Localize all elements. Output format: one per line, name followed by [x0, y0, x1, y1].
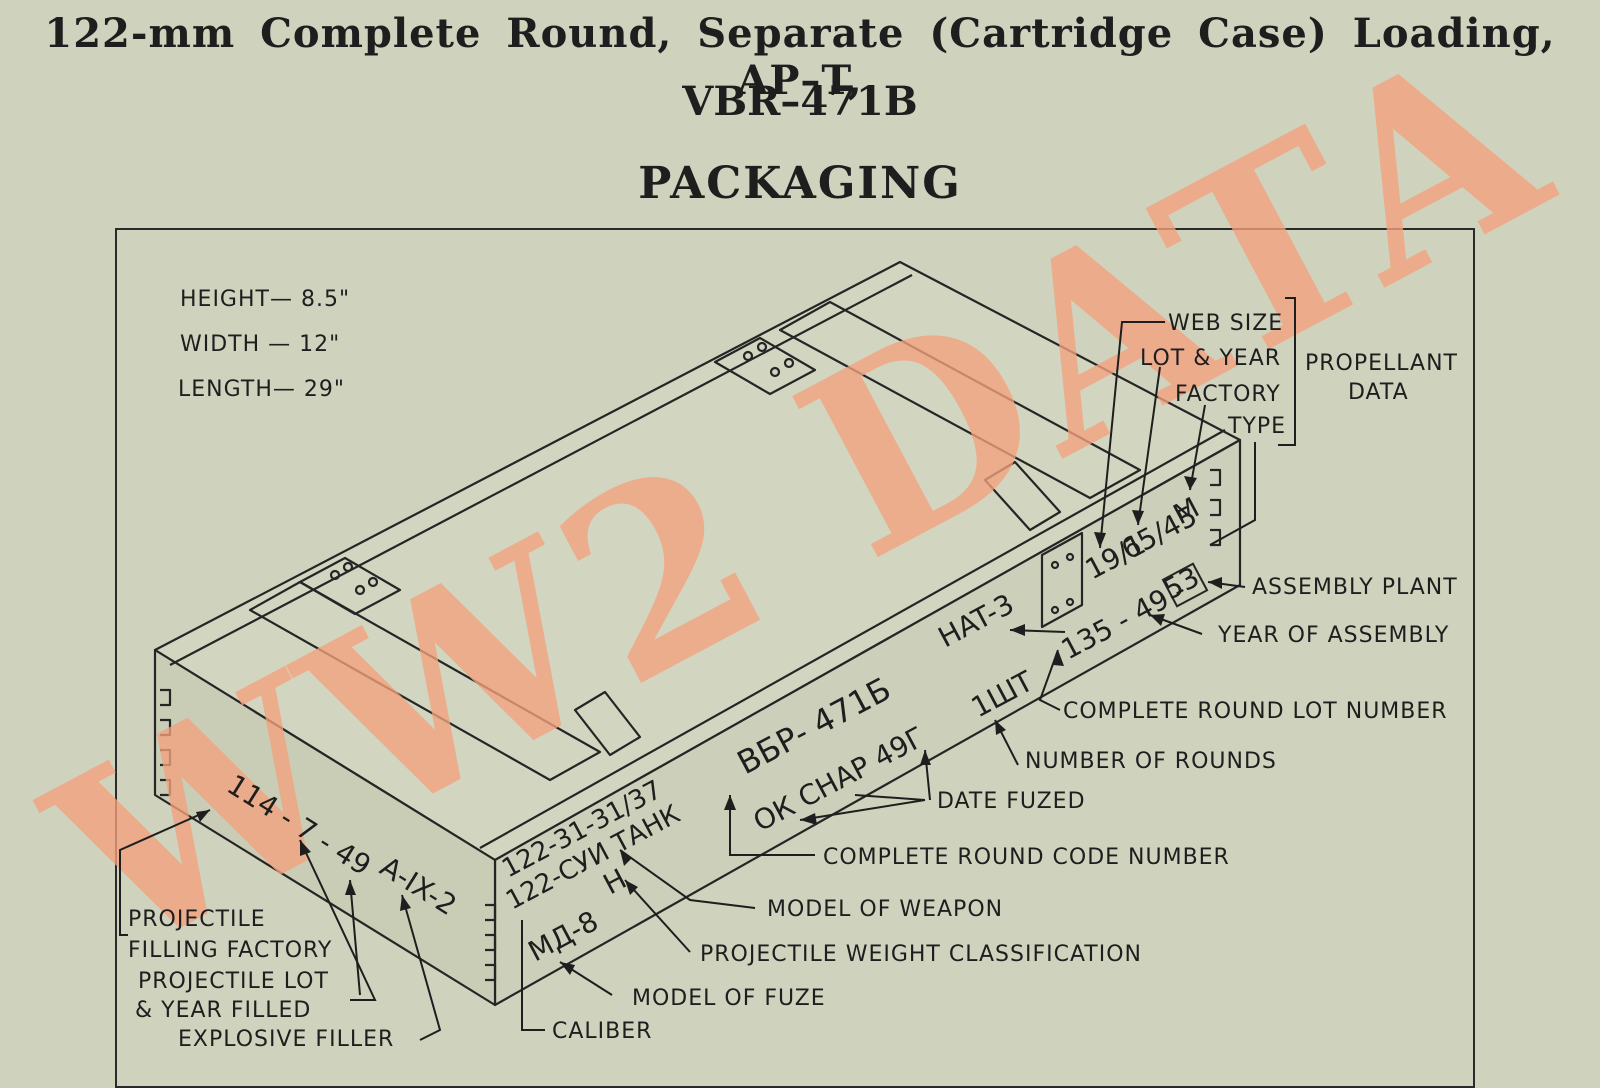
crate-end-face [153, 648, 497, 1007]
label-propellant: PROPELLANT [1305, 351, 1458, 376]
label-assembly-plant: ASSEMBLY PLANT [1252, 575, 1458, 600]
label-web-size: WEB SIZE [1168, 311, 1283, 336]
callout-labels: WEB SIZE LOT & YEAR FACTORY TYPE PROPELL… [128, 311, 1458, 1052]
watermark: WW2 DATA [7, 0, 1590, 1014]
document-title-line-2: VBR–471B [682, 78, 918, 125]
ammunition-crate [153, 260, 1242, 1007]
label-caliber: CALIBER [552, 1019, 652, 1044]
label-projectile-lot: PROJECTILE LOT [138, 969, 329, 994]
crate-markings: 19/1 65/45 M HAT-3 135 - 49 - 53 ВБР- 47… [221, 491, 1209, 968]
crate-handle-left [573, 690, 642, 757]
dimension-height: HEIGHT— 8.5" [180, 287, 350, 312]
label-year-filled: & YEAR FILLED [135, 998, 311, 1023]
label-filling-factory: FILLING FACTORY [128, 938, 332, 963]
crate-handle-right [983, 460, 1062, 532]
label-model-of-weapon: MODEL OF WEAPON [767, 897, 1003, 922]
dimension-width: WIDTH — 12" [180, 332, 340, 357]
leader-arrowheads [196, 476, 1222, 975]
label-factory: FACTORY [1175, 382, 1281, 407]
document-title: 122-mm Complete Round, Separate (Cartrid… [44, 10, 1556, 104]
label-projectile: PROJECTILE [128, 907, 266, 932]
label-propellant-data: DATA [1348, 380, 1409, 405]
crate-latch-plate [1040, 531, 1084, 629]
dimension-length: LENGTH— 29" [178, 377, 345, 402]
label-type: TYPE [1227, 414, 1286, 439]
label-projectile-weight: PROJECTILE WEIGHT CLASSIFICATION [700, 942, 1142, 967]
label-complete-round-code: COMPLETE ROUND CODE NUMBER [823, 845, 1230, 870]
hinge-plate-right [713, 336, 817, 396]
label-number-of-rounds: NUMBER OF ROUNDS [1025, 749, 1277, 774]
section-heading: PACKAGING [638, 158, 962, 209]
label-year-of-assembly: YEAR OF ASSEMBLY [1217, 623, 1449, 648]
label-explosive-filler: EXPLOSIVE FILLER [178, 1027, 394, 1052]
label-lot-year: LOT & YEAR [1140, 346, 1281, 371]
label-model-of-fuze: MODEL OF FUZE [632, 986, 826, 1011]
leader-lines [119, 297, 1296, 1041]
label-date-fuzed: DATE FUZED [937, 789, 1086, 814]
hinge-plate-left [298, 556, 402, 616]
lid-batten-left [248, 580, 602, 782]
lid-batten-right [778, 300, 1142, 500]
label-complete-round-lot: COMPLETE ROUND LOT NUMBER [1063, 699, 1448, 724]
